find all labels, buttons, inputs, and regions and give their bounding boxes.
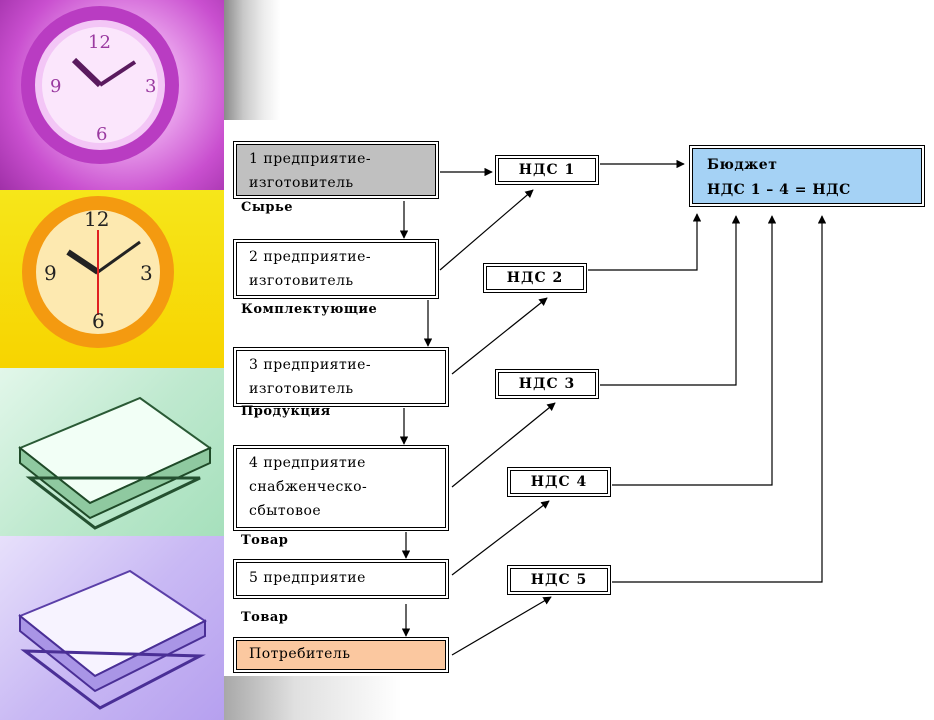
svg-text:3: 3 xyxy=(140,261,153,285)
enterprise-4-line3: сбытовое xyxy=(249,503,322,519)
enterprise-4-box: 4 предприятие снабженческо- сбытовое xyxy=(233,445,449,531)
enterprise-4-line1: 4 предприятие xyxy=(249,455,366,471)
arrow-e4-vat3 xyxy=(451,402,556,488)
flow-label-goods-1: Товар xyxy=(241,533,289,548)
svg-text:6: 6 xyxy=(96,124,107,145)
decorative-photo-strip: 12 3 6 9 12 3 6 9 xyxy=(0,0,224,720)
books-photo-purple xyxy=(0,536,224,720)
arrow-vat2-budget xyxy=(588,213,702,271)
enterprise-1-line1: 1 предприятие- xyxy=(249,151,372,167)
budget-formula: НДС 1 – 4 = НДС xyxy=(707,182,851,198)
vat-1-box: НДС 1 xyxy=(495,155,599,185)
arrow-e3-vat2 xyxy=(451,297,548,375)
consumer-label: Потребитель xyxy=(249,646,351,662)
vat-5-box: НДС 5 xyxy=(507,565,611,595)
vat-3-box: НДС 3 xyxy=(495,369,599,399)
clock-photo-pink: 12 3 6 9 xyxy=(0,0,224,190)
enterprise-3-line2: изготовитель xyxy=(249,381,354,397)
flow-label-raw-materials: Сырье xyxy=(241,200,294,215)
enterprise-1-line2: изготовитель xyxy=(249,175,354,191)
flow-label-goods-2: Товар xyxy=(241,610,289,625)
enterprise-3-line1: 3 предприятие- xyxy=(249,357,372,373)
enterprise-2-box: 2 предприятие- изготовитель xyxy=(233,239,439,299)
enterprise-5-box: 5 предприятие xyxy=(233,559,449,599)
arrow-vat3-budget xyxy=(600,215,741,386)
enterprise-2-line1: 2 предприятие- xyxy=(249,249,372,265)
vat-4-box: НДС 4 xyxy=(507,467,611,497)
arrow-e2-vat1 xyxy=(439,189,534,271)
arrow-vat5-budget xyxy=(612,215,827,583)
svg-text:6: 6 xyxy=(92,309,105,333)
arrow-consumer-vat5 xyxy=(451,596,552,656)
enterprise-3-box: 3 предприятие- изготовитель xyxy=(233,347,449,407)
enterprise-2-line2: изготовитель xyxy=(249,273,354,289)
enterprise-1-box: 1 предприятие- изготовитель xyxy=(233,141,439,199)
enterprise-5-line1: 5 предприятие xyxy=(249,570,366,586)
budget-box: Бюджет НДС 1 – 4 = НДС xyxy=(689,145,925,207)
budget-title: Бюджет xyxy=(707,157,778,173)
vat-2-box: НДС 2 xyxy=(483,263,587,293)
books-photo-green xyxy=(0,368,224,536)
flow-label-products: Продукция xyxy=(241,404,331,419)
clock-icon: 12 3 6 9 xyxy=(22,196,174,348)
books-icon xyxy=(18,569,207,710)
svg-text:3: 3 xyxy=(145,76,156,97)
arrow-e5-vat4 xyxy=(451,500,550,576)
bottom-gray-bar xyxy=(224,676,934,720)
svg-text:9: 9 xyxy=(50,76,61,97)
svg-text:12: 12 xyxy=(88,32,111,53)
clock-photo-yellow: 12 3 6 9 xyxy=(0,190,224,368)
clock-icon: 12 3 6 9 xyxy=(21,6,179,164)
enterprise-4-line2: снабженческо- xyxy=(249,479,368,495)
svg-text:9: 9 xyxy=(44,261,57,285)
svg-text:12: 12 xyxy=(84,207,109,231)
consumer-box: Потребитель xyxy=(233,637,449,673)
books-icon xyxy=(18,396,212,530)
arrow-vat4-budget xyxy=(612,215,777,486)
flow-label-components: Комплектующие xyxy=(241,302,378,317)
